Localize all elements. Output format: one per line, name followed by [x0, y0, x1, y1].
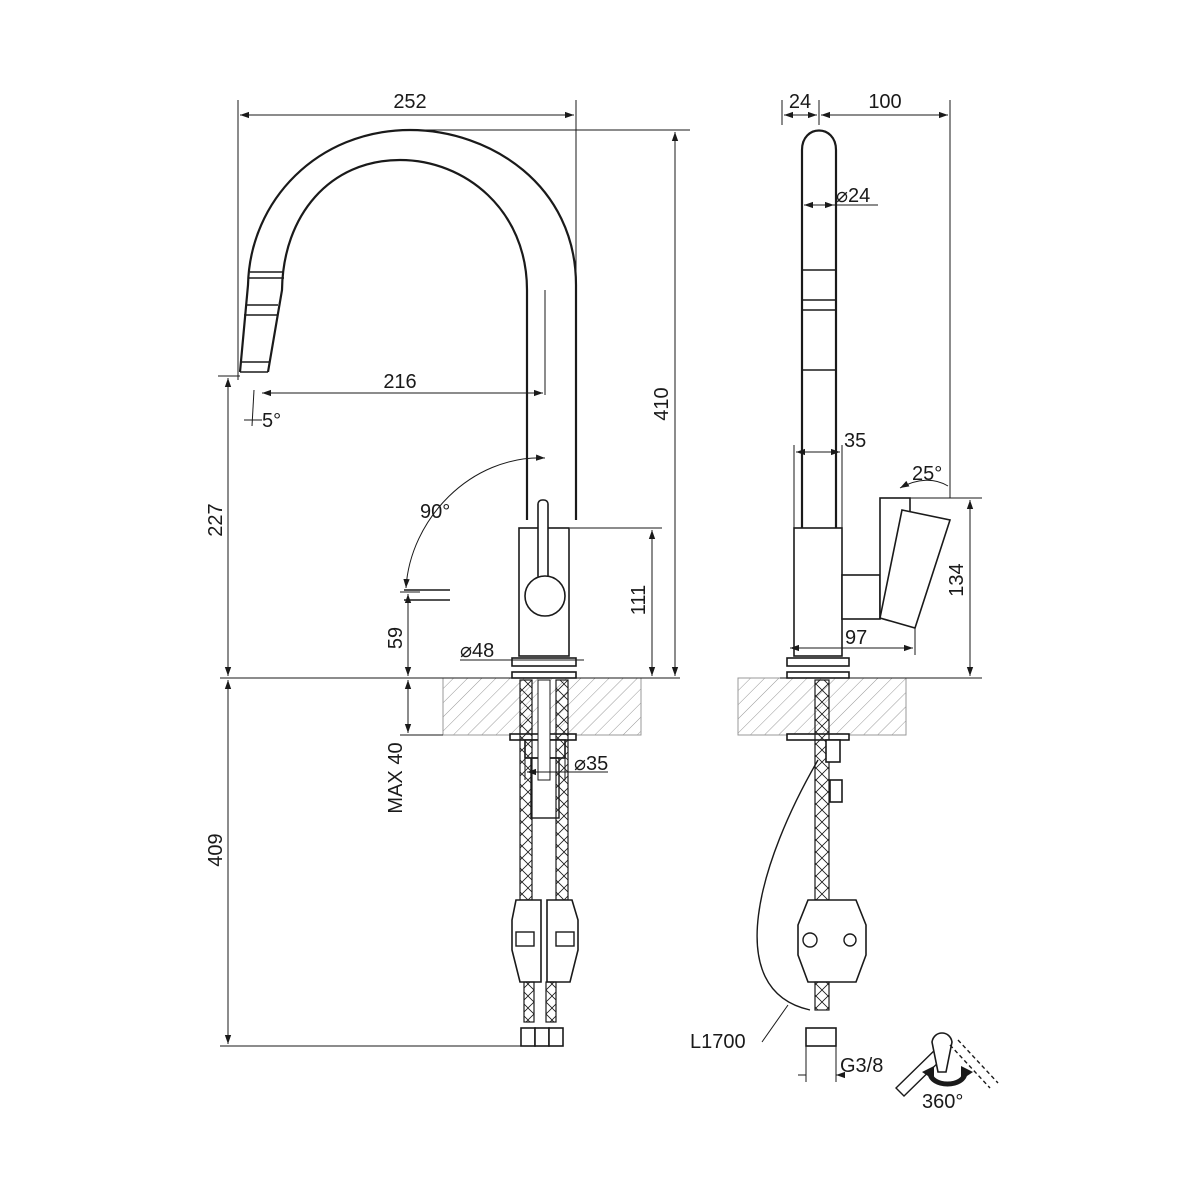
- countertop-side: [737, 677, 980, 736]
- label-lever-tilt: 25°: [912, 463, 942, 485]
- label-total-height: 410: [651, 387, 673, 420]
- faucet-front-view: [238, 128, 584, 1047]
- label-hole-diameter: ⌀35: [574, 753, 608, 775]
- label-hose-length: L1700: [690, 1031, 746, 1053]
- label-spout-offset: 24: [789, 91, 811, 113]
- label-counter-thickness: MAX 40: [385, 742, 407, 813]
- faucet-side-view: [756, 129, 952, 1047]
- label-spout-reach: 216: [383, 371, 416, 393]
- label-spout-diameter: ⌀24: [836, 185, 870, 207]
- label-lever-height: 59: [385, 627, 407, 649]
- swivel-360-icon: [895, 1032, 999, 1097]
- dimension-lines-front: [218, 100, 690, 1047]
- label-below-counter: 409: [205, 833, 227, 866]
- label-body-width: 35: [844, 430, 866, 452]
- label-base-diameter: ⌀48: [460, 640, 494, 662]
- label-spout-outlet-height: 227: [205, 503, 227, 536]
- label-lever-side-height: 134: [946, 563, 968, 596]
- countertop-front: [220, 677, 680, 736]
- label-body-height: 111: [628, 585, 650, 615]
- dimension-lines-side: [761, 100, 982, 1082]
- label-total-width: 252: [393, 91, 426, 113]
- label-lever-rotation: 90°: [420, 501, 450, 523]
- label-swivel: 360°: [922, 1091, 963, 1113]
- label-lever-depth: 97: [845, 627, 867, 649]
- label-spout-tilt: 5°: [262, 410, 281, 432]
- label-thread: G3/8: [840, 1055, 883, 1077]
- label-top-reach: 100: [868, 91, 901, 113]
